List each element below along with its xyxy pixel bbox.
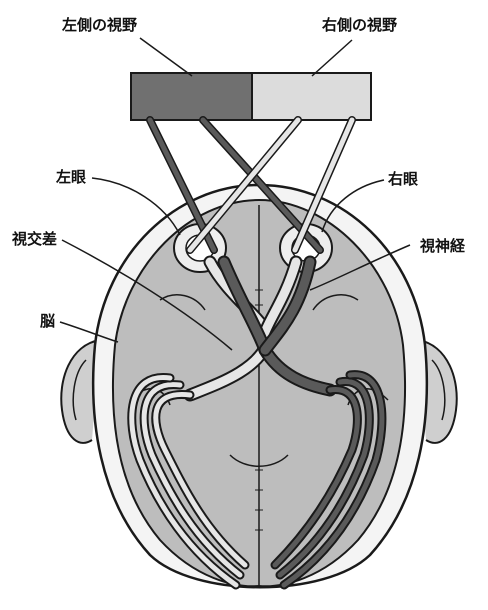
right-visual-field-box (252, 73, 371, 120)
left-visual-field-box (131, 73, 252, 120)
optic-chiasm-label: 視交差 (12, 230, 57, 248)
right-eye-label: 右眼 (388, 170, 418, 188)
brain-label: 脳 (40, 312, 55, 330)
left-visual-field-label: 左側の視野 (62, 16, 137, 34)
optic-nerve-label: 視神経 (420, 237, 465, 255)
right-visual-field-label: 右側の視野 (322, 16, 397, 34)
left-eye-label: 左眼 (56, 168, 86, 186)
